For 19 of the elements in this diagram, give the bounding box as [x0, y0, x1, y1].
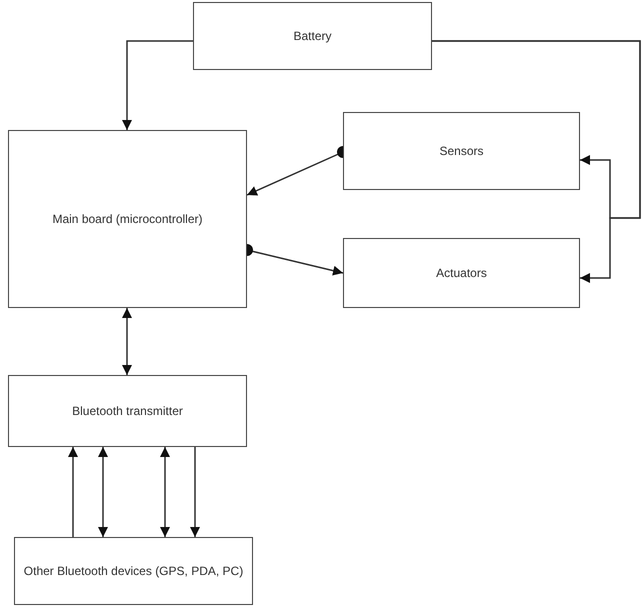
- box-label: Bluetooth transmitter: [71, 404, 184, 418]
- arrow: [160, 447, 170, 537]
- arrow: [68, 447, 78, 537]
- box-label: Actuators: [435, 266, 488, 280]
- process-box: [193, 2, 432, 70]
- box-label: Battery: [292, 29, 332, 43]
- box-label: Sensors: [438, 144, 485, 158]
- arrow: [432, 40, 641, 283]
- arrow: [122, 40, 193, 130]
- arrow: [98, 447, 108, 537]
- arrow: [190, 447, 200, 537]
- box-label: Other Bluetooth devices (GPS, PDA, PC): [22, 564, 244, 578]
- process-box: [343, 112, 580, 190]
- arrow: [122, 308, 132, 375]
- box-label: Main board (microcontroller): [51, 212, 204, 226]
- process-box: [8, 375, 247, 447]
- process-box: [14, 537, 253, 605]
- process-box: [8, 130, 247, 308]
- process-box: [343, 238, 580, 308]
